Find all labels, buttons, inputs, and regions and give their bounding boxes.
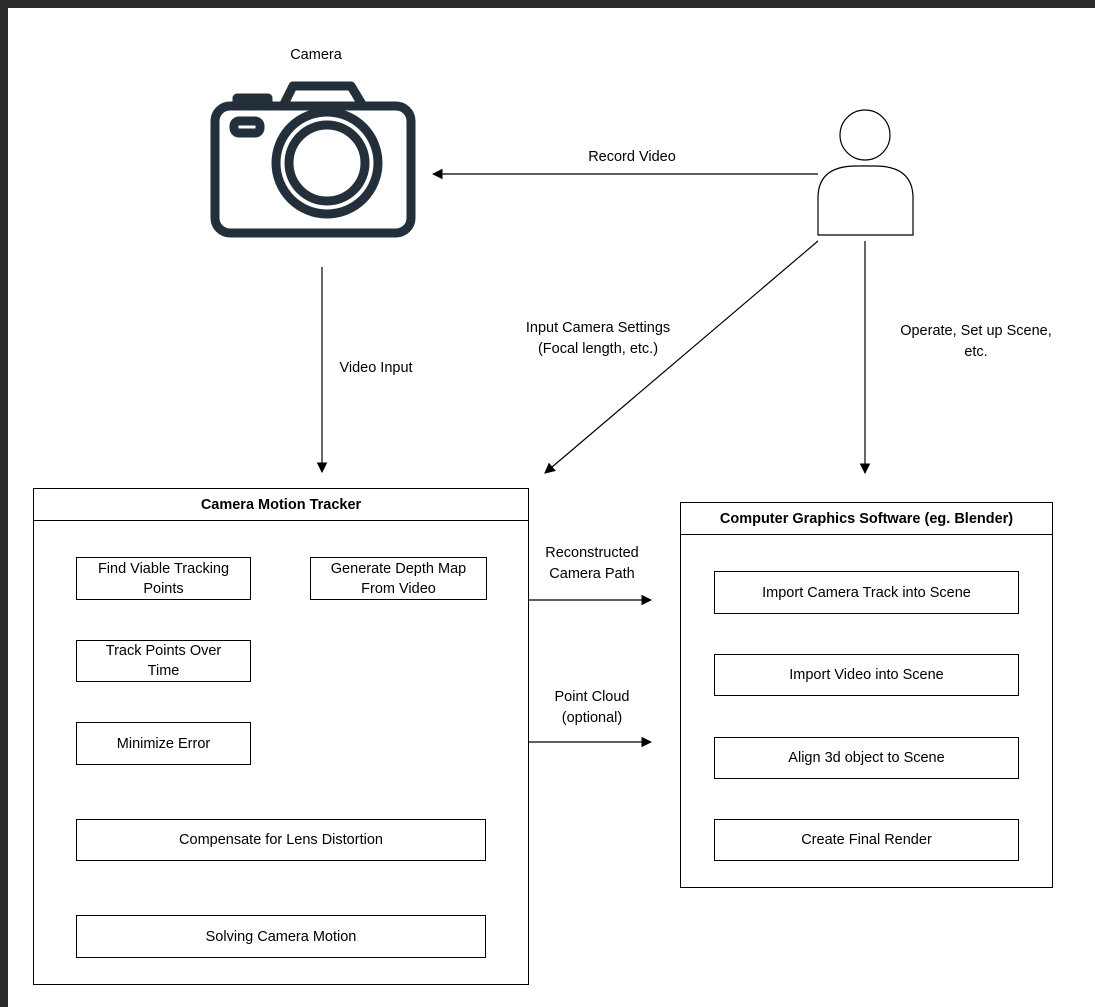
solving-camera-motion-box: Solving Camera Motion: [76, 915, 486, 958]
video-input-label: Video Input: [339, 360, 413, 376]
import-camera-track-box: Import Camera Track into Scene: [714, 571, 1019, 614]
track-points-line2: Time: [147, 663, 180, 679]
camera-label: Camera: [290, 47, 342, 63]
generate-depth-map-box: Generate Depth Map From Video: [310, 557, 487, 600]
person-icon: [817, 109, 914, 236]
camera-motion-tracker-title: Camera Motion Tracker: [34, 489, 528, 521]
align-3d-object-box: Align 3d object to Scene: [714, 737, 1019, 779]
camera-icon: [210, 81, 416, 238]
reconstructed-line2: Camera Path: [549, 566, 635, 582]
generate-depth-map-line2: From Video: [361, 580, 436, 597]
operate-label: Operate, Set up Scene, etc.: [878, 321, 1074, 363]
find-tracking-points-line1: Find Viable Tracking: [97, 560, 230, 577]
record-video-label: Record Video: [588, 149, 676, 165]
point-cloud-line2: (optional): [561, 710, 623, 726]
input-camera-settings-line2: (Focal length, etc.): [537, 341, 659, 357]
reconstructed-line1: Reconstructed: [545, 545, 639, 561]
diagram-canvas: Camera: [8, 8, 1095, 1007]
create-final-render-box: Create Final Render: [714, 819, 1019, 861]
minimize-error-box: Minimize Error: [76, 722, 251, 765]
compensate-lens-distortion-box: Compensate for Lens Distortion: [76, 819, 486, 861]
input-camera-settings-label: Input Camera Settings (Focal length, etc…: [503, 318, 693, 360]
import-video-box: Import Video into Scene: [714, 654, 1019, 696]
point-cloud-label: Point Cloud (optional): [532, 687, 652, 729]
find-tracking-points-line2: Points: [143, 580, 184, 597]
operate-line1: Operate, Set up Scene,: [900, 323, 1052, 339]
track-points-line1: Track Points Over: [105, 643, 222, 659]
input-camera-settings-line1: Input Camera Settings: [525, 320, 671, 336]
track-points-box: Track Points Over Time: [76, 640, 251, 682]
cg-software-title: Computer Graphics Software (eg. Blender): [681, 503, 1052, 535]
point-cloud-line1: Point Cloud: [554, 689, 630, 705]
reconstructed-camera-path-label: Reconstructed Camera Path: [523, 543, 661, 585]
generate-depth-map-line1: Generate Depth Map: [330, 560, 467, 577]
find-tracking-points-box: Find Viable Tracking Points: [76, 557, 251, 600]
operate-line2: etc.: [964, 344, 988, 360]
